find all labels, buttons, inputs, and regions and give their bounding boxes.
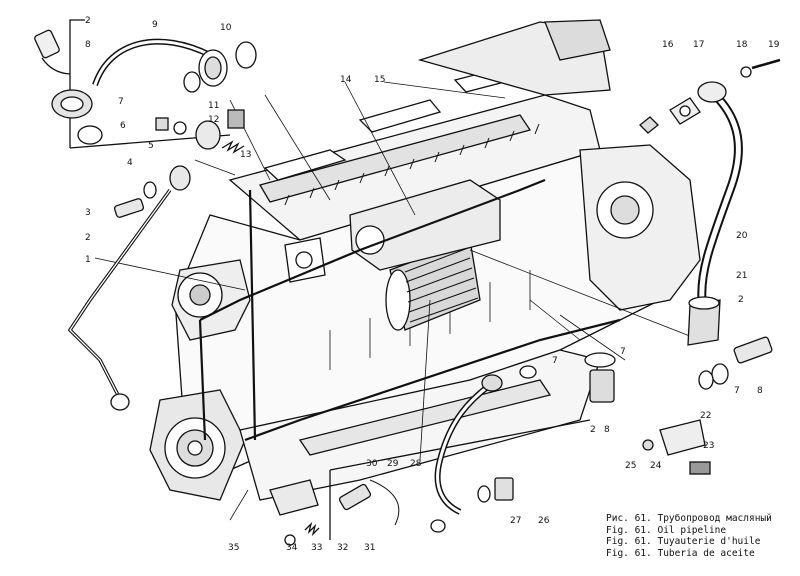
callout-2: 2 <box>738 295 744 305</box>
callout-10: 10 <box>220 23 232 33</box>
callout-22: 22 <box>700 411 711 421</box>
callout-5: 5 <box>148 141 154 151</box>
callout-19: 19 <box>768 40 780 50</box>
figure-caption: Рис. 61. Трубопровод масляный Fig. 61. O… <box>606 513 796 559</box>
callout-1: 1 <box>85 255 91 265</box>
callout-4: 4 <box>127 158 133 168</box>
callout-21: 21 <box>736 271 747 281</box>
callout-27: 27 <box>510 516 521 526</box>
leader-lines <box>94 81 701 521</box>
callout-26: 26 <box>538 516 550 526</box>
callout-3: 3 <box>85 208 91 218</box>
right-pipe-parts <box>639 58 781 346</box>
top-left-parts <box>34 19 257 154</box>
callout-28: 28 <box>410 459 422 469</box>
callout-7: 7 <box>620 347 626 357</box>
callout-18: 18 <box>736 40 748 50</box>
callout-33: 33 <box>311 543 322 553</box>
callout-7: 7 <box>552 356 558 366</box>
right-lower-parts <box>584 336 773 475</box>
caption-spanish: Fig. 61. Tuberia de aceite <box>606 547 755 559</box>
callout-6: 6 <box>120 121 126 131</box>
callout-17: 17 <box>693 40 704 50</box>
callout-2: 2 <box>590 425 596 435</box>
callout-34: 34 <box>286 543 298 553</box>
callout-25: 25 <box>625 461 636 471</box>
left-pipe-parts <box>67 165 191 411</box>
callout-7: 7 <box>734 386 740 396</box>
callout-35: 35 <box>228 543 239 553</box>
callout-23: 23 <box>703 441 714 451</box>
callout-20: 20 <box>736 231 748 241</box>
callout-31: 31 <box>364 543 375 553</box>
callout-16: 16 <box>662 40 674 50</box>
callout-2: 2 <box>85 233 91 243</box>
callout-2: 2 <box>85 16 91 26</box>
callout-11: 11 <box>208 101 219 111</box>
callout-12: 12 <box>208 115 219 125</box>
callout-13: 13 <box>240 150 251 160</box>
callout-30: 30 <box>366 459 378 469</box>
caption-english: Fig. 61. Oil pipeline <box>606 524 727 536</box>
callout-7: 7 <box>118 97 124 107</box>
callout-numbers: 2 8 9 10 7 6 5 11 12 13 4 3 2 1 14 15 16… <box>85 16 780 553</box>
callout-15: 15 <box>374 75 385 85</box>
callout-32: 32 <box>337 543 348 553</box>
bottom-parts <box>269 365 591 546</box>
callout-9: 9 <box>152 20 158 30</box>
callout-8: 8 <box>85 40 91 50</box>
callout-24: 24 <box>650 461 662 471</box>
callout-8: 8 <box>757 386 763 396</box>
oil-line-routing <box>198 178 621 442</box>
caption-russian: Рис. 61. Трубопровод масляный <box>606 513 772 524</box>
callout-8: 8 <box>604 425 610 435</box>
callout-29: 29 <box>387 459 399 469</box>
callout-14: 14 <box>340 75 352 85</box>
engine-block <box>149 19 701 501</box>
caption-french: Fig. 61. Tuyauterie d'huile <box>606 536 761 547</box>
